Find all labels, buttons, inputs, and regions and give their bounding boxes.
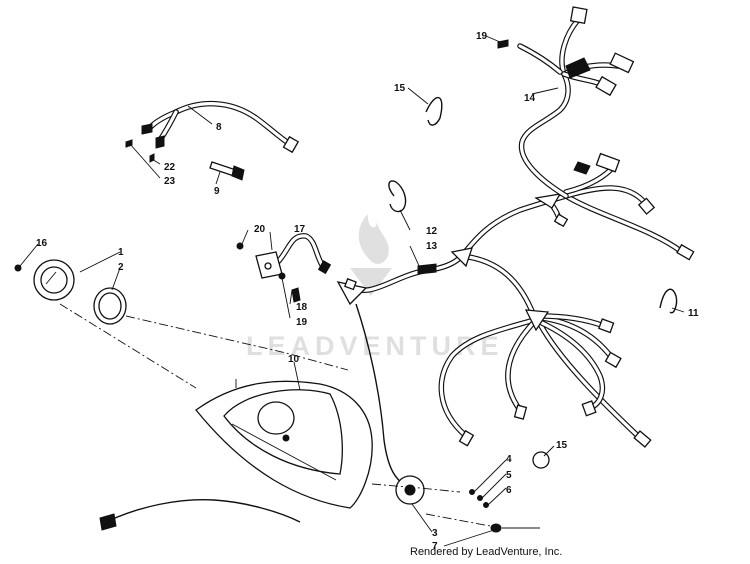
- callout-3: 3: [432, 528, 438, 539]
- speedometer-cable: [105, 499, 301, 523]
- callout-11: 11: [688, 308, 699, 319]
- callout-23: 23: [164, 176, 176, 187]
- main-wiring-harness: [336, 152, 695, 448]
- part-11-clip: [659, 288, 678, 314]
- harness-8: [141, 100, 300, 154]
- alignment-line: [371, 483, 461, 493]
- ignition-switch-cable: [355, 303, 409, 489]
- part-4-nut: [469, 489, 475, 495]
- callout-15-lower: 15: [556, 440, 568, 451]
- part-6-lamp: [483, 502, 489, 508]
- callout-2: 2: [118, 262, 124, 273]
- part-15-clip-upper: [425, 97, 443, 126]
- ignition-switch-3: [395, 475, 540, 533]
- callout-labels: 19 14 15 8 22 23 9 12 13 17 20 18 19 1 2…: [36, 31, 699, 552]
- harness-14: [517, 6, 635, 199]
- callout-16: 16: [36, 238, 48, 249]
- part-16-bulb: [14, 264, 22, 272]
- callout-1: 1: [118, 247, 124, 258]
- callout-7: 7: [432, 541, 438, 552]
- part-5-washer: [477, 495, 483, 501]
- callout-13: 13: [426, 241, 438, 252]
- callout-10: 10: [288, 354, 300, 365]
- callout-6: 6: [506, 485, 512, 496]
- callout-21: 19: [476, 31, 488, 42]
- callout-4: 4: [506, 454, 512, 465]
- speedometer-gauge: [14, 259, 127, 325]
- watermark-text: LEADVENTURE: [246, 331, 504, 361]
- callout-17: 17: [294, 224, 306, 235]
- callout-15-upper: 15: [394, 83, 406, 94]
- callout-22: 22: [164, 162, 176, 173]
- render-credit: Rendered by LeadVenture, Inc.: [410, 546, 563, 558]
- part-12-clip: [388, 180, 407, 213]
- alignment-line: [425, 513, 491, 527]
- callout-20: 20: [254, 224, 266, 235]
- callout-leaders: [19, 35, 685, 547]
- callout-14: 14: [524, 93, 536, 104]
- callout-9: 9: [214, 186, 220, 197]
- alignment-line: [125, 315, 349, 371]
- callout-5: 5: [506, 470, 512, 481]
- part-23-screw: [125, 139, 133, 148]
- callout-19: 19: [296, 317, 308, 328]
- dash-panel-10: [195, 380, 373, 509]
- part-20-clip: [236, 242, 244, 250]
- callout-18: 18: [296, 302, 308, 313]
- callout-12: 12: [426, 226, 438, 237]
- bracket-17: [236, 233, 332, 303]
- watermark-flame-logo: [350, 214, 392, 296]
- part-15-ring-lower: [532, 451, 550, 469]
- part-9-bolt: [209, 161, 245, 181]
- callout-8: 8: [216, 122, 222, 133]
- part-21-connector: [497, 39, 509, 49]
